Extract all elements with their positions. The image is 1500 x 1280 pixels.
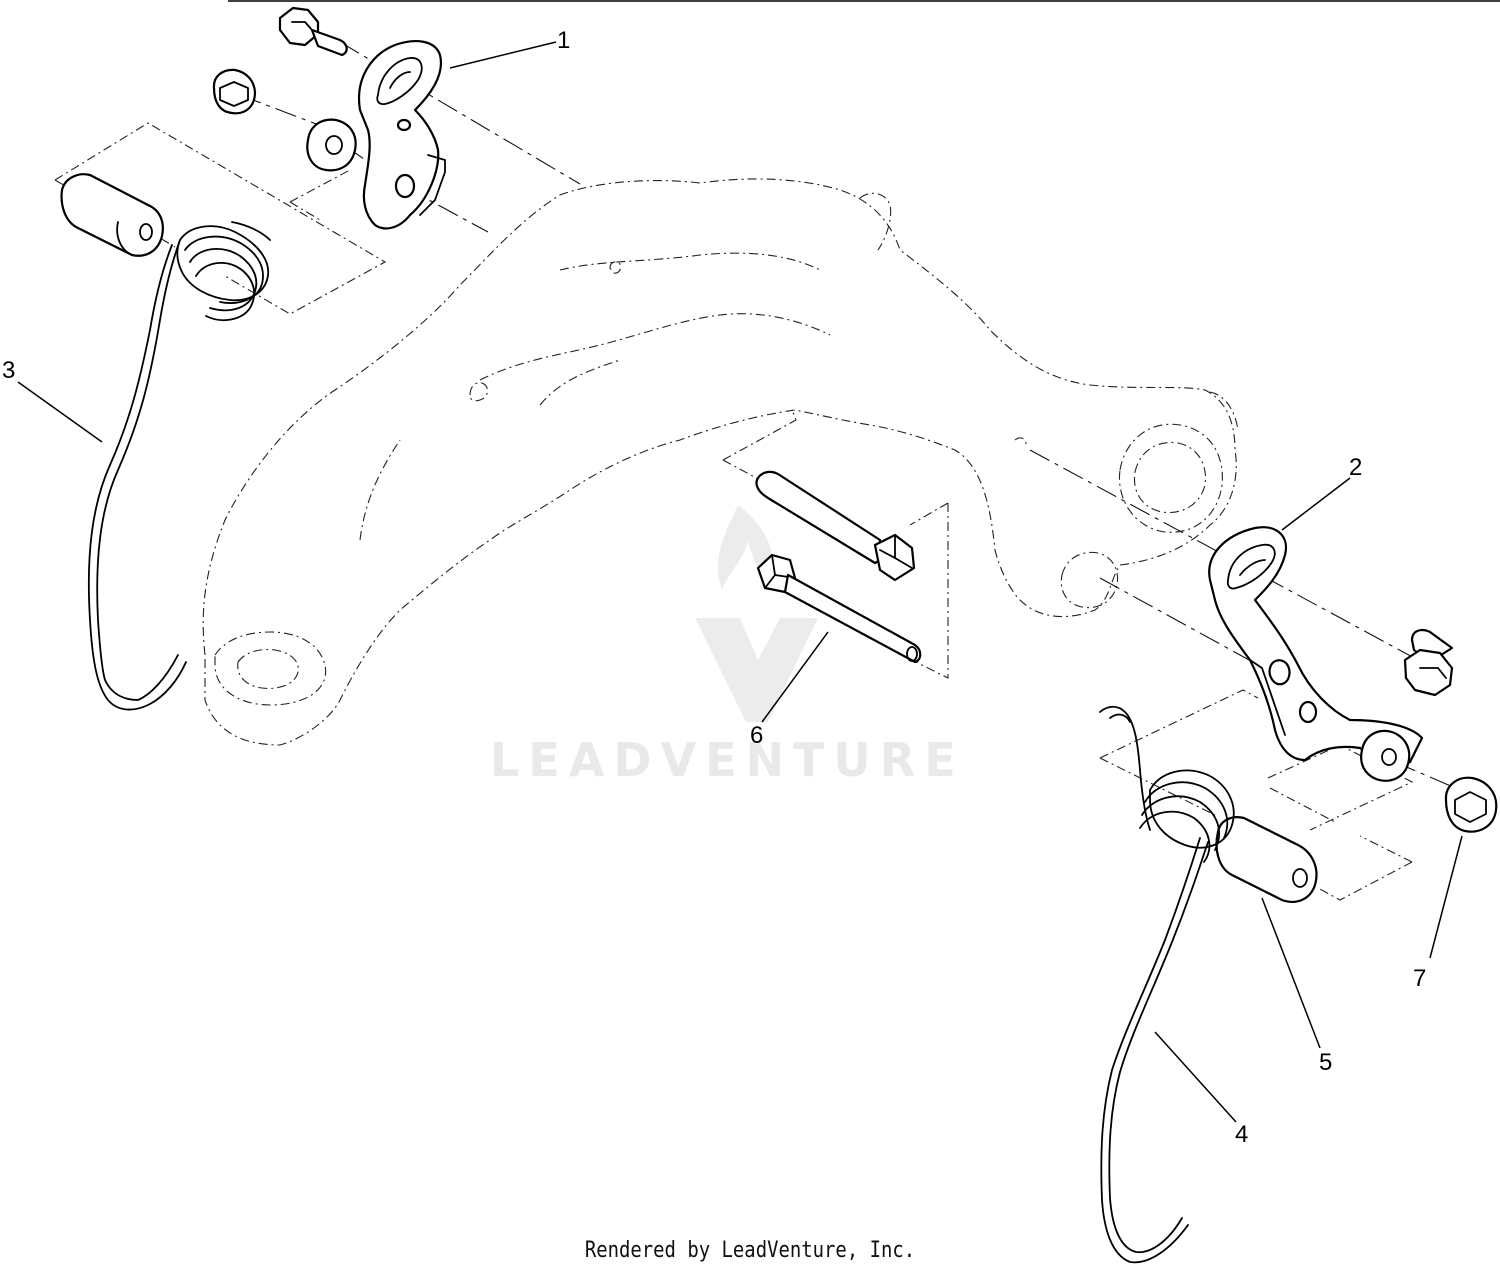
washer-lower[interactable]: [1360, 729, 1411, 782]
callout-5[interactable]: 5: [1319, 1049, 1332, 1076]
flange-bolt-lower[interactable]: [1403, 629, 1454, 697]
bracket-lower-right[interactable]: [1208, 526, 1424, 772]
leader-7: [1429, 835, 1463, 959]
spacer-tube-left[interactable]: [60, 173, 164, 257]
watermark-text: LEADVENTURE: [490, 733, 965, 787]
callout-1[interactable]: 1: [557, 27, 570, 54]
callout-3[interactable]: 3: [2, 357, 15, 384]
washer-upper[interactable]: [306, 118, 357, 172]
torsion-spring-right[interactable]: [1099, 705, 1235, 1264]
callout-6[interactable]: 6: [750, 722, 763, 749]
leader-lines: [17, 41, 1463, 1123]
torsion-spring-left[interactable]: [87, 221, 271, 711]
callout-2[interactable]: 2: [1349, 454, 1362, 481]
leader-2: [1281, 477, 1351, 531]
callout-7[interactable]: 7: [1413, 965, 1426, 992]
hex-bolt-long-lower[interactable]: [756, 553, 922, 664]
footer-credit: Rendered by LeadVenture, Inc.: [584, 1238, 916, 1263]
leader-1: [449, 41, 557, 69]
spacer-tube-right[interactable]: [1215, 816, 1318, 903]
watermark-logo: LEADVENTURE: [490, 505, 965, 787]
flange-nut-upper[interactable]: [212, 68, 257, 115]
leader-3: [17, 381, 103, 443]
phantom-frame: [202, 178, 1239, 746]
bracket-upper-left[interactable]: [357, 40, 446, 230]
callout-4[interactable]: 4: [1235, 1121, 1248, 1148]
leader-4: [1154, 1031, 1237, 1123]
flange-nut-lower[interactable]: [1444, 776, 1498, 833]
hex-bolt-long-upper[interactable]: [755, 470, 916, 582]
callout-labels: 1 2 3 4 5 6 7: [2, 27, 1426, 1148]
flange-bolt-upper[interactable]: [278, 6, 348, 57]
leader-5: [1261, 897, 1321, 1049]
leader-6: [761, 631, 829, 723]
